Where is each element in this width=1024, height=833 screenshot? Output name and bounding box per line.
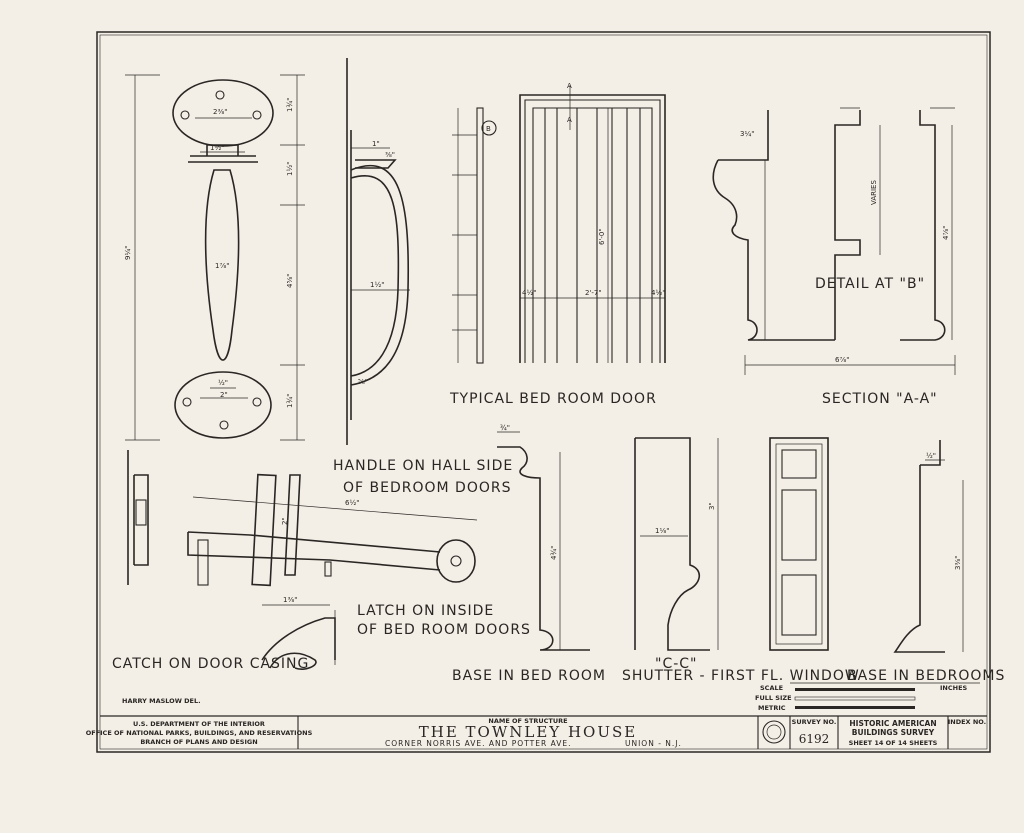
dim-door-right: 4½" bbox=[651, 289, 665, 297]
label-detail-b: DETAIL AT "B" bbox=[815, 276, 925, 292]
section-aa bbox=[712, 107, 956, 375]
agency-line3: BRANCH OF PLANS AND DESIGN bbox=[140, 738, 257, 746]
latch-assembly bbox=[187, 473, 478, 587]
index-label: INDEX NO. bbox=[948, 718, 986, 726]
dim-latch-height: 2" bbox=[281, 517, 289, 525]
dim-side-3: 1½" bbox=[370, 281, 384, 289]
scale-label: SCALE bbox=[760, 684, 783, 692]
agency-line2: OFFICE OF NATIONAL PARKS, BUILDINGS, AND… bbox=[86, 729, 313, 737]
structure-label: NAME OF STRUCTURE bbox=[488, 717, 567, 725]
dim-side-2: ⅜" bbox=[385, 151, 395, 159]
shutter-profile bbox=[634, 437, 719, 651]
survey-label: SURVEY NO. bbox=[792, 718, 837, 726]
dim-catch-width: 1⅜" bbox=[283, 596, 297, 604]
catch-on-casing bbox=[261, 604, 336, 670]
dim-side-1: 1" bbox=[372, 140, 380, 148]
label-section-aa: SECTION "A-A" bbox=[822, 391, 938, 407]
dim-shutter-width: 1⅛" bbox=[655, 527, 669, 535]
dim-latch-length: 6½" bbox=[345, 499, 359, 507]
dim-neck: 1½" bbox=[286, 162, 294, 176]
label-shutter: SHUTTER - FIRST FL. WINDOW bbox=[622, 668, 860, 684]
label-catch: CATCH ON DOOR CASING bbox=[112, 656, 309, 672]
scale-metric: METRIC bbox=[758, 704, 786, 712]
handle-front-view bbox=[125, 74, 305, 441]
dim-shank: 1½" bbox=[210, 144, 224, 152]
delineator: HARRY MASLOW DEL. bbox=[122, 697, 201, 705]
dim-lower-plate: 2" bbox=[220, 391, 228, 399]
dim-shutter-height: 3" bbox=[708, 502, 716, 510]
label-base-bedrooms: BASE IN BEDROOMS bbox=[847, 668, 1005, 684]
dim-base2-top: ½" bbox=[926, 452, 936, 460]
marker-b: B bbox=[486, 125, 491, 133]
dim-lower-shank: ½" bbox=[218, 379, 228, 387]
dim-grip: 1⅞" bbox=[215, 262, 229, 270]
dim-body: 4⅝" bbox=[286, 274, 294, 288]
marker-a-bottom: A bbox=[567, 116, 572, 124]
dim-bottom-plate: 1¾" bbox=[286, 394, 294, 408]
label-handle-line2: OF BEDROOM DOORS bbox=[343, 480, 511, 496]
shutter-elevation bbox=[769, 437, 829, 651]
dim-section-total: 6⅞" bbox=[835, 356, 849, 364]
label-base-bedroom: BASE IN BED ROOM bbox=[452, 668, 606, 684]
marker-b-circle bbox=[481, 120, 497, 136]
sheet-number: SHEET 14 OF 14 SHEETS bbox=[849, 739, 938, 747]
door-edge-strip bbox=[452, 107, 497, 364]
handle-side-view bbox=[346, 58, 410, 445]
seal-icon bbox=[762, 720, 786, 744]
dim-top-plate: 1¾" bbox=[286, 98, 294, 112]
base-bedroom-profile bbox=[497, 431, 590, 651]
dim-varies: VARIES bbox=[870, 180, 878, 205]
label-handle-line1: HANDLE ON HALL SIDE bbox=[333, 458, 513, 474]
dim-door-left: 4½" bbox=[522, 289, 536, 297]
door-elevation bbox=[519, 85, 666, 363]
dim-base2-height: 3⅜" bbox=[954, 556, 962, 570]
scale-fullsize: FULL SIZE bbox=[755, 694, 792, 702]
dim-section-right: 4⅞" bbox=[942, 226, 950, 240]
catch-side-view bbox=[127, 450, 149, 585]
dim-section-top: 3¼" bbox=[740, 130, 754, 138]
dim-door-width: 2'-7" bbox=[585, 289, 602, 297]
base-bedrooms-profile bbox=[893, 440, 964, 653]
dim-side-4: ⅝" bbox=[358, 378, 368, 386]
dim-base1-top: ¾" bbox=[500, 424, 510, 432]
survey-number: 6192 bbox=[799, 732, 830, 746]
sheet-border bbox=[96, 31, 991, 753]
habs-line2: BUILDINGS SURVEY bbox=[852, 728, 935, 737]
dim-handle-height: 9¼" bbox=[124, 246, 132, 260]
agency-line1: U.S. DEPARTMENT OF THE INTERIOR bbox=[133, 720, 265, 728]
scale-inches: INCHES bbox=[940, 684, 968, 692]
marker-a-top: A bbox=[567, 82, 572, 90]
structure-address: CORNER NORRIS AVE. AND POTTER AVE. bbox=[385, 739, 571, 748]
label-latch-line2: OF BED ROOM DOORS bbox=[357, 622, 531, 638]
label-latch-line1: LATCH ON INSIDE bbox=[357, 603, 494, 619]
dim-plate-width: 2⅜" bbox=[213, 108, 227, 116]
dim-door-height: 6'-0" bbox=[598, 228, 606, 245]
label-door: TYPICAL BED ROOM DOOR bbox=[449, 391, 657, 407]
scale-bars bbox=[790, 682, 980, 709]
title-block bbox=[100, 715, 987, 749]
label-cc: "C-C" bbox=[655, 656, 697, 672]
dim-base1-height: 4¾" bbox=[550, 546, 558, 560]
sheet-inner-border bbox=[99, 34, 988, 750]
structure-name: THE TOWNLEY HOUSE bbox=[419, 723, 637, 741]
habs-line1: HISTORIC AMERICAN bbox=[849, 719, 936, 728]
structure-city: UNION - N.J. bbox=[625, 739, 682, 748]
